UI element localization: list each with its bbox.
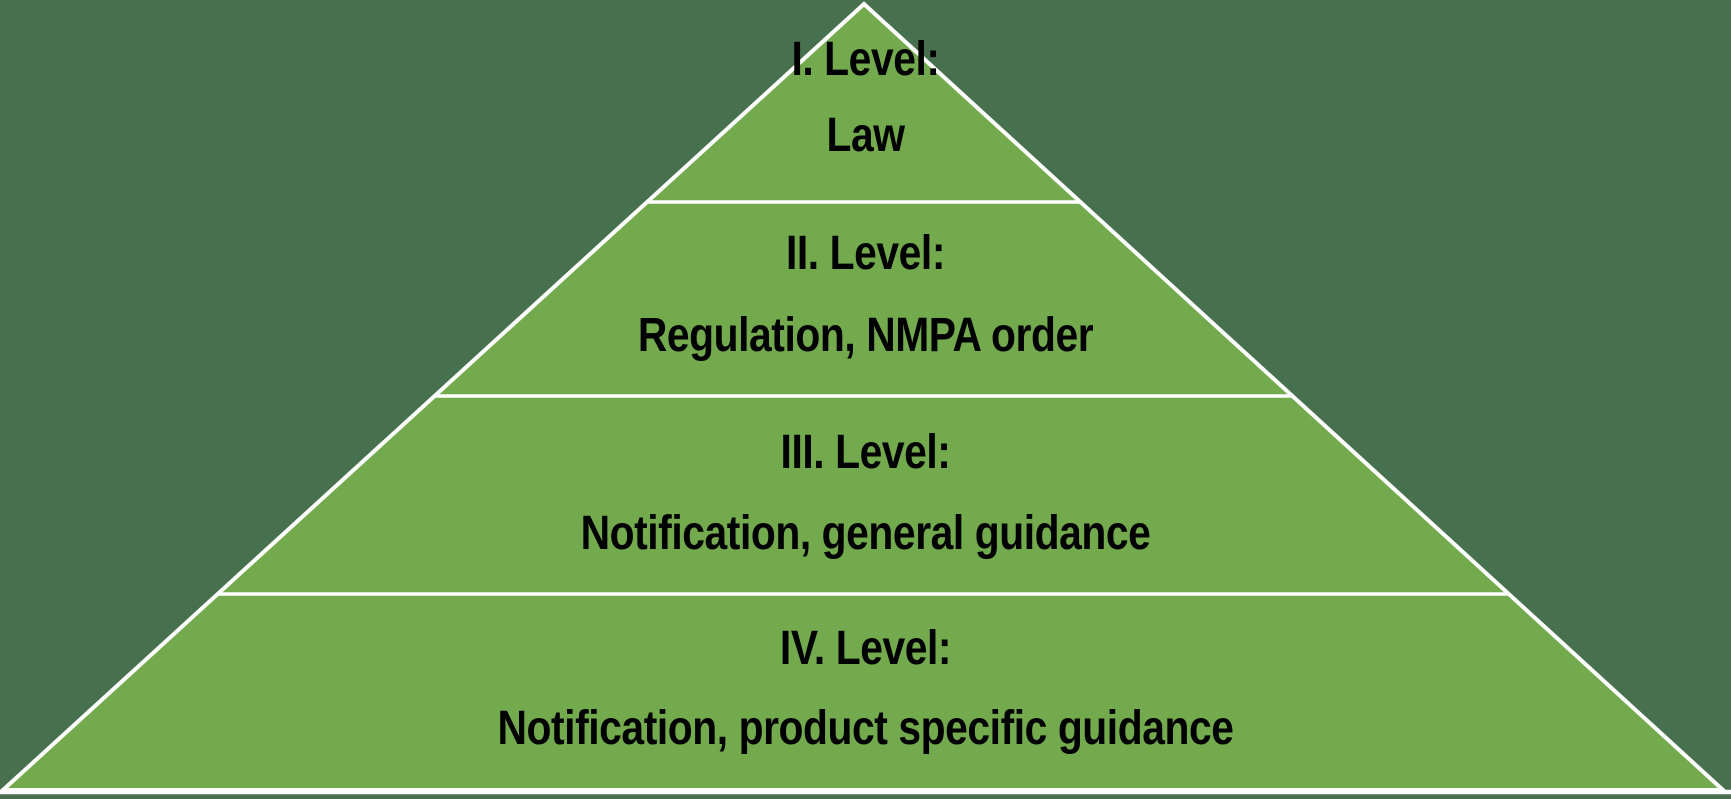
level-3-heading: III. Level:	[780, 426, 951, 479]
level-4-heading: IV. Level:	[779, 622, 952, 675]
level-1-content: Law	[826, 109, 905, 162]
level-4-content: Notification, product specific guidance	[497, 702, 1234, 755]
level-1-heading: I. Level:	[791, 33, 940, 86]
level-3-content: Notification, general guidance	[580, 507, 1151, 560]
level-2-content: Regulation, NMPA order	[637, 309, 1094, 362]
level-2-heading: II. Level:	[785, 227, 946, 280]
